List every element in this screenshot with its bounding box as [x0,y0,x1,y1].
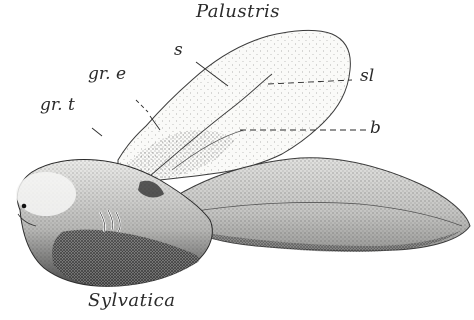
leader-gr-t [92,128,102,136]
label-s: s [174,42,183,59]
label-gr-t: gr. t [40,97,75,114]
leader-gr-e [136,100,148,112]
label-sl: sl [360,68,374,85]
label-b: b [370,120,381,137]
sylvatica-title: Sylvatica [88,292,175,310]
label-gr-e: gr. e [88,66,126,83]
palustris-title: Palustris [196,3,280,21]
sylvatica-eye [22,204,27,209]
sylvatica-tadpole [16,158,470,287]
